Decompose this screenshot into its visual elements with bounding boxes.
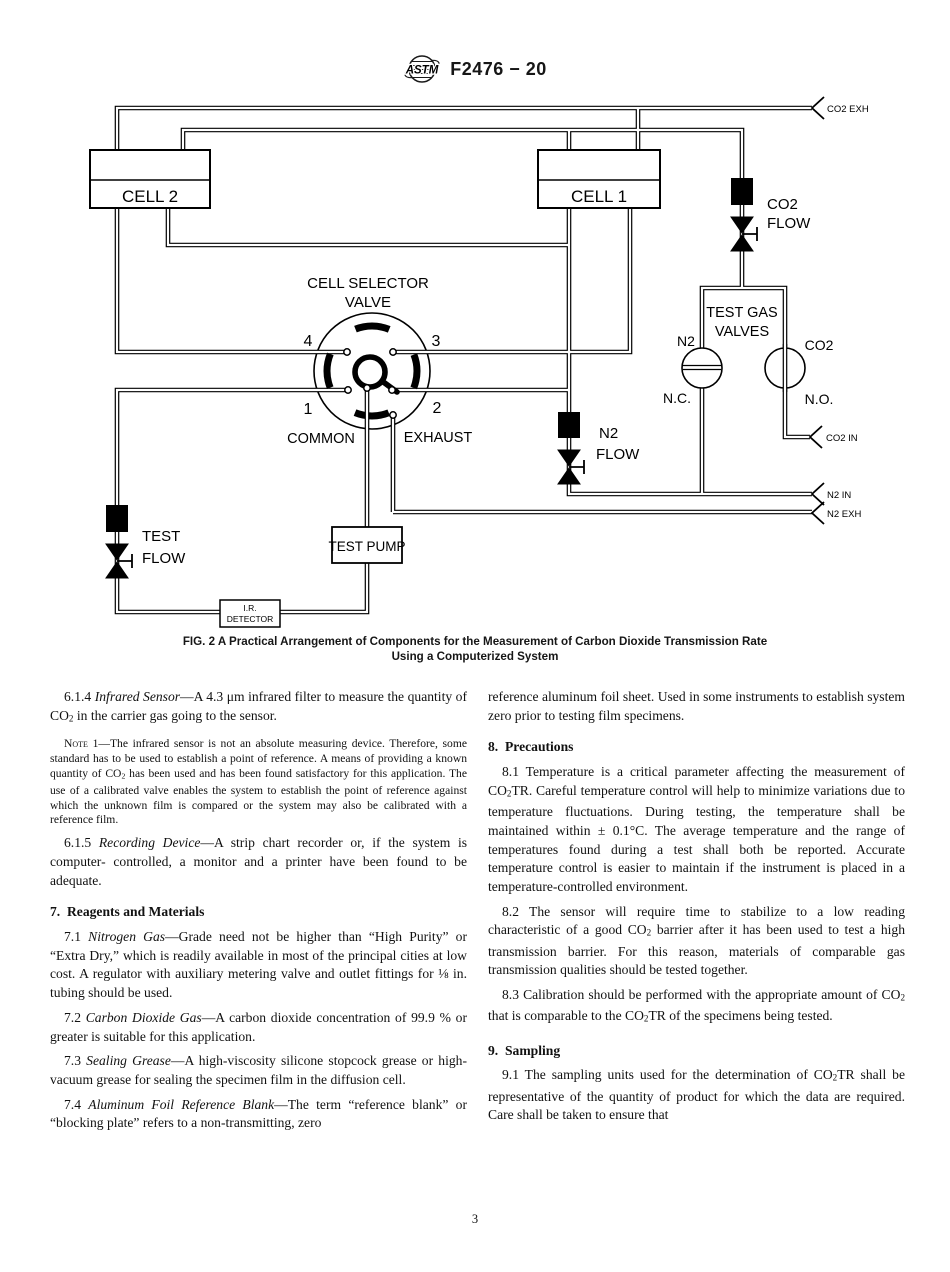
section-heading-8: 8. Precautions (488, 739, 574, 755)
co2-flow-label-1: CO2 (767, 196, 798, 213)
co2-transmission-system-diagram: CELL 2 CELL 1 TEST PUMP I.R. DETECTOR (89, 96, 869, 628)
ir-detector-box: I.R. DETECTOR (219, 599, 281, 628)
n2-flow-label-2: FLOW (596, 446, 640, 463)
paragraph-6-1-4: 6.1.4 Infrared Sensor—A 4.3 μm infrared … (50, 689, 467, 724)
co2-valve-label: CO2 (805, 337, 834, 353)
paragraph-6-1-5: 6.1.5 Recording Device—A strip chart rec… (50, 835, 468, 888)
paragraph-7-4: 7.4 Aluminum Foil Reference Blank—The te… (50, 1096, 468, 1131)
paragraph-7-1: 7.1 Nitrogen Gas—Grade need not be highe… (50, 929, 468, 1001)
co2-in-arrow-icon (808, 425, 823, 449)
co2-in-label: CO2 IN (826, 433, 858, 444)
co2-exh-label: CO2 EXH (827, 104, 869, 115)
ir-detector-label-2: DETECTOR (227, 614, 274, 624)
figure-caption-line-1: FIG. 2 A Practical Arrangement of Compon… (182, 635, 768, 648)
paragraph-8-1: 8.1 Temperature is a critical parameter … (488, 764, 905, 894)
co2-flowmeter (731, 178, 753, 205)
test-flowmeter (106, 505, 128, 532)
n2-exh-arrow-icon (810, 501, 825, 525)
diagram-labels: CO2 EXH CO2 IN N2 IN N2 EXH CO2 FLOW N2 … (142, 104, 869, 567)
paragraph-9-1: 9.1 The sampling units used for the dete… (488, 1067, 905, 1123)
co2-flow-label-2: FLOW (767, 215, 811, 232)
page-number: 3 (471, 1212, 479, 1226)
figure-caption: FIG. 2 A Practical Arrangement of Compon… (0, 634, 950, 664)
pipes (114, 105, 812, 615)
document-code: F2476 − 20 (450, 58, 547, 79)
valve-port-dots (343, 348, 397, 419)
test-gas-valves-label-2: VALVES (715, 324, 769, 340)
exhaust-port-label: EXHAUST (404, 430, 473, 446)
co2-flow-valve-icon (730, 216, 758, 252)
paragraph-7-2: 7.2 Carbon Dioxide Gas—A carbon dioxide … (50, 1009, 467, 1044)
cell-2-label: CELL 2 (122, 187, 178, 206)
paragraph-7-3: 7.3 Sealing Grease—A high-viscosity sili… (50, 1053, 467, 1087)
needle-valves (105, 216, 758, 579)
right-column: reference aluminum foil sheet. Used in s… (488, 688, 905, 1133)
test-gas-valves-label-1: TEST GAS (706, 305, 777, 321)
cell-1-box: CELL 1 (537, 149, 661, 209)
page-header: ASTM F2476 − 20 (0, 48, 950, 90)
section-heading-7: 7. Reagents and Materials (50, 904, 205, 920)
paragraph-8-2: 8.2 The sensor will require time to stab… (488, 903, 905, 978)
test-pump-box: TEST PUMP (328, 526, 406, 564)
n2-gas-valve (681, 347, 723, 389)
port-3-label: 3 (432, 333, 441, 350)
cell-2-box: CELL 2 (89, 149, 211, 209)
paragraph-8-3: 8.3 Calibration should be performed with… (488, 987, 905, 1025)
astm-logo-icon: ASTM (404, 55, 440, 83)
n2-valve-label: N2 (677, 333, 695, 349)
port-1-label: 1 (304, 401, 313, 418)
selector-valve-label-2: VALVE (345, 294, 391, 311)
test-pump-label: TEST PUMP (328, 539, 405, 554)
selector-valve-rotor (343, 348, 400, 419)
overlay-pipes (364, 344, 812, 527)
line-end-arrows (808, 96, 825, 525)
normally-closed-label: N.C. (663, 390, 691, 406)
n2-in-label: N2 IN (827, 490, 851, 501)
n2-in-arrow-icon (810, 482, 825, 506)
n2-flowmeter (558, 412, 580, 438)
ir-detector-label-1: I.R. (243, 603, 256, 613)
test-flow-label-2: FLOW (142, 550, 186, 567)
body-columns: 6.1.4 Infrared Sensor—A 4.3 μm infrared … (50, 688, 905, 1133)
port-4-label: 4 (304, 333, 313, 350)
n2-flow-valve-icon (557, 449, 585, 485)
section-heading-9: 9. Sampling (488, 1042, 561, 1058)
co2-exh-arrow-icon (810, 96, 825, 120)
diffusion-cells: CELL 2 CELL 1 (89, 149, 661, 209)
selector-valve-ring (323, 322, 421, 420)
normally-open-label: N.O. (805, 391, 834, 407)
common-port-label: COMMON (287, 431, 355, 447)
n2-valve-closed-mark (683, 364, 721, 371)
selector-valve-label-1: CELL SELECTOR (307, 275, 429, 292)
test-flow-valve-icon (105, 543, 133, 579)
astm-logo-text: ASTM (405, 65, 439, 77)
paragraph-7-4-continued: reference aluminum foil sheet. Used in s… (488, 689, 905, 723)
port-2-label: 2 (433, 400, 442, 417)
note-1: Note 1—The infrared sensor is not an abs… (50, 737, 467, 827)
left-column: 6.1.4 Infrared Sensor—A 4.3 μm infrared … (50, 688, 467, 1133)
flowmeters (106, 178, 753, 532)
n2-flow-label-1: N2 (599, 425, 618, 442)
n2-exh-label: N2 EXH (827, 509, 861, 520)
cell-1-label: CELL 1 (571, 187, 627, 206)
test-flow-label-1: TEST (142, 528, 180, 545)
figure-caption-line-2: Using a Computerized System (391, 650, 559, 663)
